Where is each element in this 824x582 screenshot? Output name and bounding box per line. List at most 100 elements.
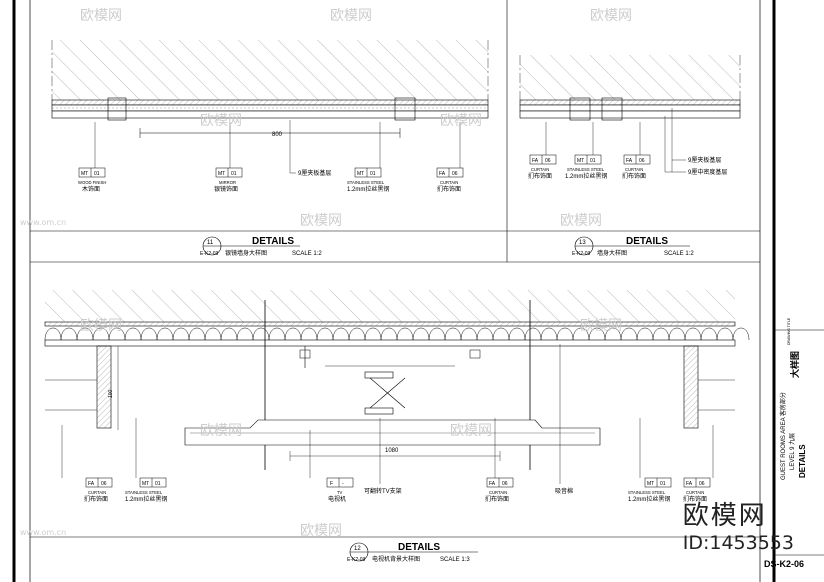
svg-text:SCALE 1:2: SCALE 1:2 [292, 251, 322, 257]
drawing-number: DS-K2-06 [764, 559, 804, 569]
svg-text:MT: MT [142, 481, 149, 487]
svg-text:欧模网: 欧模网 [590, 8, 632, 24]
svg-text:电视机背景大样图: 电视机背景大样图 [372, 555, 420, 563]
svg-text:可翻转TV支架: 可翻转TV支架 [364, 487, 402, 495]
detail-12-tag-3: F - TV 电视机 [326, 477, 354, 503]
detail-11-tag-4: FA 06 CURTAIN 扪布饰面 [436, 167, 464, 193]
svg-text:STAINLESS STEEL: STAINLESS STEEL [628, 490, 666, 495]
svg-text:CURTAIN: CURTAIN [88, 490, 106, 495]
svg-text:www.om.cn: www.om.cn [20, 528, 66, 537]
svg-text:扪布饰面: 扪布饰面 [84, 495, 108, 503]
detail-13-section: 9厘夹板基层 9厘中密度基层 [519, 55, 741, 176]
svg-text:MT: MT [577, 158, 584, 164]
svg-text:06: 06 [452, 171, 458, 177]
svg-text:MT: MT [357, 171, 364, 177]
svg-text:MT: MT [647, 481, 654, 487]
svg-text:E-K2-03: E-K2-03 [572, 251, 591, 257]
detail-11-title: 11 E-K2-03 DETAILS 银镜墙身大样图 SCALE 1:2 [200, 236, 322, 257]
detail-13-heading: DETAILS [626, 236, 668, 247]
svg-text:1.2mm拉丝黑钢: 1.2mm拉丝黑钢 [628, 495, 670, 503]
watermark-pattern: 欧模网 欧模网 欧模网 欧模网 欧模网 www.om.cn 欧模网 欧模网 欧模… [20, 8, 632, 539]
svg-text:扪布饰面: 扪布饰面 [683, 495, 707, 503]
svg-text:电视机: 电视机 [328, 495, 346, 503]
svg-text:木饰面: 木饰面 [82, 185, 100, 193]
svg-text:吸音棉: 吸音棉 [555, 487, 573, 495]
detail-12-tag-4: FA 06 CURTAIN 扪布饰面 [485, 477, 514, 503]
svg-text:欧模网: 欧模网 [330, 8, 372, 24]
svg-text:1.2mm拉丝黑钢: 1.2mm拉丝黑钢 [565, 172, 607, 180]
svg-text:墙身大样图: 墙身大样图 [597, 249, 627, 257]
svg-text:扪布饰面: 扪布饰面 [485, 495, 509, 503]
detail-11-section: 800 9厘夹板基层 [51, 40, 489, 177]
detail-12-title: 12 E-K2-03 DETAILS 电视机背景大样图 SCALE 1:3 [347, 542, 478, 563]
svg-text:F: F [330, 481, 333, 487]
svg-text:01: 01 [590, 158, 596, 164]
svg-text:扪布饰面: 扪布饰面 [622, 172, 646, 180]
svg-text:STAINLESS STEEL: STAINLESS STEEL [347, 180, 385, 185]
svg-text:欧模网: 欧模网 [200, 113, 242, 129]
watermark-id: ID:1453553 [682, 532, 794, 554]
detail-11-tag-1: MT 01 WOOD FINISH 木饰面 [78, 167, 106, 193]
svg-text:CURTAIN: CURTAIN [531, 167, 549, 172]
svg-text:FA: FA [686, 481, 693, 487]
project-label: GUEST ROOMS AREA 客房部分 [779, 392, 787, 480]
svg-text:银镜饰面: 银镜饰面 [214, 185, 238, 193]
dimension-800: 800 [272, 132, 283, 138]
svg-text:欧模网: 欧模网 [440, 113, 482, 129]
svg-text:欧模网: 欧模网 [300, 213, 342, 229]
detail-12-tag-1: FA 06 CURTAIN 扪布饰面 [84, 477, 113, 503]
svg-text:FA: FA [532, 158, 539, 164]
svg-text:欧模网: 欧模网 [80, 8, 122, 24]
svg-text:FA: FA [489, 481, 496, 487]
svg-text:CURTAIN: CURTAIN [489, 490, 507, 495]
svg-text:9厘中密度基层: 9厘中密度基层 [688, 168, 727, 176]
svg-text:E-K2-03: E-K2-03 [347, 557, 366, 563]
detail-11-heading: DETAILS [252, 236, 294, 247]
svg-text:E-K2-03: E-K2-03 [200, 251, 219, 257]
title-bar: DRAWING TITLE 大样图 GUEST ROOMS AREA 客房部分 … [764, 317, 824, 569]
svg-text:STAINLESS STEEL: STAINLESS STEEL [567, 167, 605, 172]
callout-plywood: 9厘夹板基层 [298, 169, 331, 177]
svg-text:银镜墙身大样图: 银镜墙身大样图 [225, 249, 267, 257]
svg-text:欧模网: 欧模网 [300, 523, 342, 539]
svg-text:欧模网: 欧模网 [450, 423, 492, 439]
svg-text:06: 06 [502, 481, 508, 487]
watermark-brand: 欧模网 [682, 501, 767, 531]
detail-11-tag-2: MT 01 MIRROR 银镜饰面 [214, 167, 243, 193]
svg-text:-: - [342, 481, 344, 487]
svg-text:12: 12 [354, 546, 361, 552]
svg-text:01: 01 [94, 171, 100, 177]
detail-12-tag-5: MT 01 STAINLESS STEEL 1.2mm拉丝黑钢 [628, 477, 672, 503]
svg-text:SCALE 1:2: SCALE 1:2 [664, 251, 694, 257]
svg-text:1.2mm拉丝黑钢: 1.2mm拉丝黑钢 [347, 185, 389, 193]
svg-text:扪布饰面: 扪布饰面 [528, 172, 552, 180]
svg-text:1.2mm拉丝黑钢: 1.2mm拉丝黑钢 [125, 495, 167, 503]
svg-text:扪布饰面: 扪布饰面 [437, 185, 461, 193]
svg-text:CURTAIN: CURTAIN [686, 490, 704, 495]
svg-text:06: 06 [101, 481, 107, 487]
detail-12-tag-2: MT 01 STAINLESS STEEL 1.2mm拉丝黑钢 [125, 477, 167, 503]
svg-text:11: 11 [207, 240, 214, 246]
detail-12-heading: DETAILS [398, 542, 440, 553]
svg-text:01: 01 [370, 171, 376, 177]
watermark-id-block: 欧模网 ID:1453553 [683, 495, 794, 554]
detail-13-tag-2: MT 01 STAINLESS STEEL 1.2mm拉丝黑钢 [565, 154, 607, 180]
svg-text:DRAWING TITLE: DRAWING TITLE [787, 317, 791, 345]
detail-12-tag-6: FA 06 CURTAIN 扪布饰面 [683, 477, 711, 503]
svg-text:01: 01 [231, 171, 237, 177]
svg-text:MT: MT [218, 171, 225, 177]
svg-text:9厘夹板基层: 9厘夹板基层 [688, 156, 721, 164]
svg-text:06: 06 [545, 158, 551, 164]
svg-text:06: 06 [699, 481, 705, 487]
svg-text:01: 01 [660, 481, 666, 487]
svg-text:STAINLESS STEEL: STAINLESS STEEL [125, 490, 163, 495]
svg-text:CURTAIN: CURTAIN [440, 180, 458, 185]
svg-text:01: 01 [155, 481, 161, 487]
svg-text:欧模网: 欧模网 [560, 213, 602, 229]
svg-text:TV: TV [337, 490, 343, 495]
svg-text:FA: FA [439, 171, 446, 177]
svg-text:100: 100 [108, 389, 114, 398]
svg-text:WOOD FINISH: WOOD FINISH [78, 180, 106, 185]
level-label: LEVEL 9 九层 [788, 433, 796, 470]
